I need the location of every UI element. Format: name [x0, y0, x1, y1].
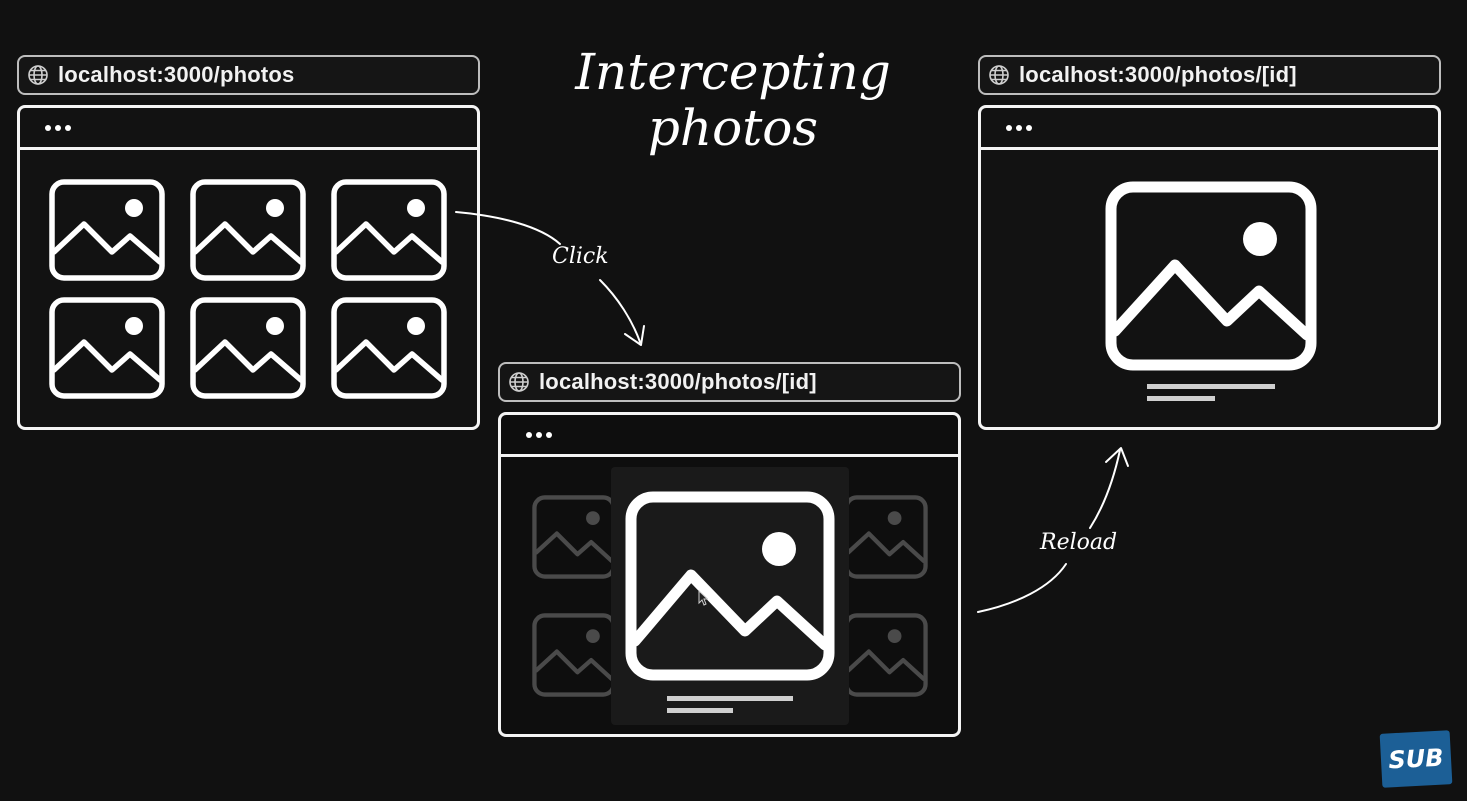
reloaded-window — [978, 105, 1441, 430]
dimmed-photo-icon — [532, 495, 616, 579]
window-menu-dots-icon[interactable] — [45, 125, 71, 131]
photo-thumbnail-icon[interactable] — [189, 296, 307, 400]
photo-thumbnail-icon[interactable] — [48, 296, 166, 400]
reload-arrow-line — [977, 563, 1067, 613]
intercepted-url-bar[interactable]: localhost:3000/photos/[id] — [498, 362, 961, 402]
photo-thumbnail-icon[interactable] — [48, 178, 166, 282]
globe-icon — [508, 371, 530, 393]
title-line-1: Intercepting — [575, 43, 891, 101]
subscribe-badge[interactable]: SUB — [1379, 730, 1453, 788]
reload-arrow-head-icon — [1105, 447, 1129, 467]
reloaded-url-text: localhost:3000/photos/[id] — [1019, 62, 1297, 87]
reloaded-titlebar — [981, 108, 1438, 150]
globe-icon — [27, 64, 49, 86]
photo-thumbnail-icon[interactable] — [330, 296, 448, 400]
diagram-title: Intercepting photos — [548, 44, 918, 156]
globe-icon — [988, 64, 1010, 86]
caption-line — [667, 708, 733, 713]
intercepted-window — [498, 412, 961, 737]
gallery-url-bar[interactable]: localhost:3000/photos — [17, 55, 480, 95]
photo-thumbnail-icon[interactable] — [330, 178, 448, 282]
caption-line — [667, 696, 793, 701]
window-menu-dots-icon[interactable] — [1006, 125, 1032, 131]
gallery-titlebar — [20, 108, 477, 150]
dimmed-photo-icon — [844, 613, 928, 697]
click-label: Click — [552, 244, 609, 269]
cursor-icon — [698, 590, 708, 606]
title-line-2: photos — [647, 99, 819, 157]
caption-line — [1147, 384, 1275, 389]
gallery-url-text: localhost:3000/photos — [58, 62, 295, 87]
dimmed-photo-icon — [532, 613, 616, 697]
gallery-window — [17, 105, 480, 430]
caption-line — [1147, 396, 1215, 401]
reload-label: Reload — [1040, 530, 1118, 555]
photo-modal[interactable] — [611, 467, 849, 725]
photo-thumbnail-icon[interactable] — [189, 178, 307, 282]
dimmed-photo-icon — [844, 495, 928, 579]
click-arrow-line — [599, 279, 641, 343]
intercepted-titlebar — [501, 415, 958, 457]
large-photo-icon — [625, 491, 835, 681]
reloaded-url-bar[interactable]: localhost:3000/photos/[id] — [978, 55, 1441, 95]
intercepted-url-text: localhost:3000/photos/[id] — [539, 369, 817, 394]
reload-arrow-line — [1089, 449, 1121, 529]
large-photo-icon — [1105, 181, 1317, 371]
click-arrow-head-icon — [624, 325, 645, 346]
window-menu-dots-icon[interactable] — [526, 432, 552, 438]
